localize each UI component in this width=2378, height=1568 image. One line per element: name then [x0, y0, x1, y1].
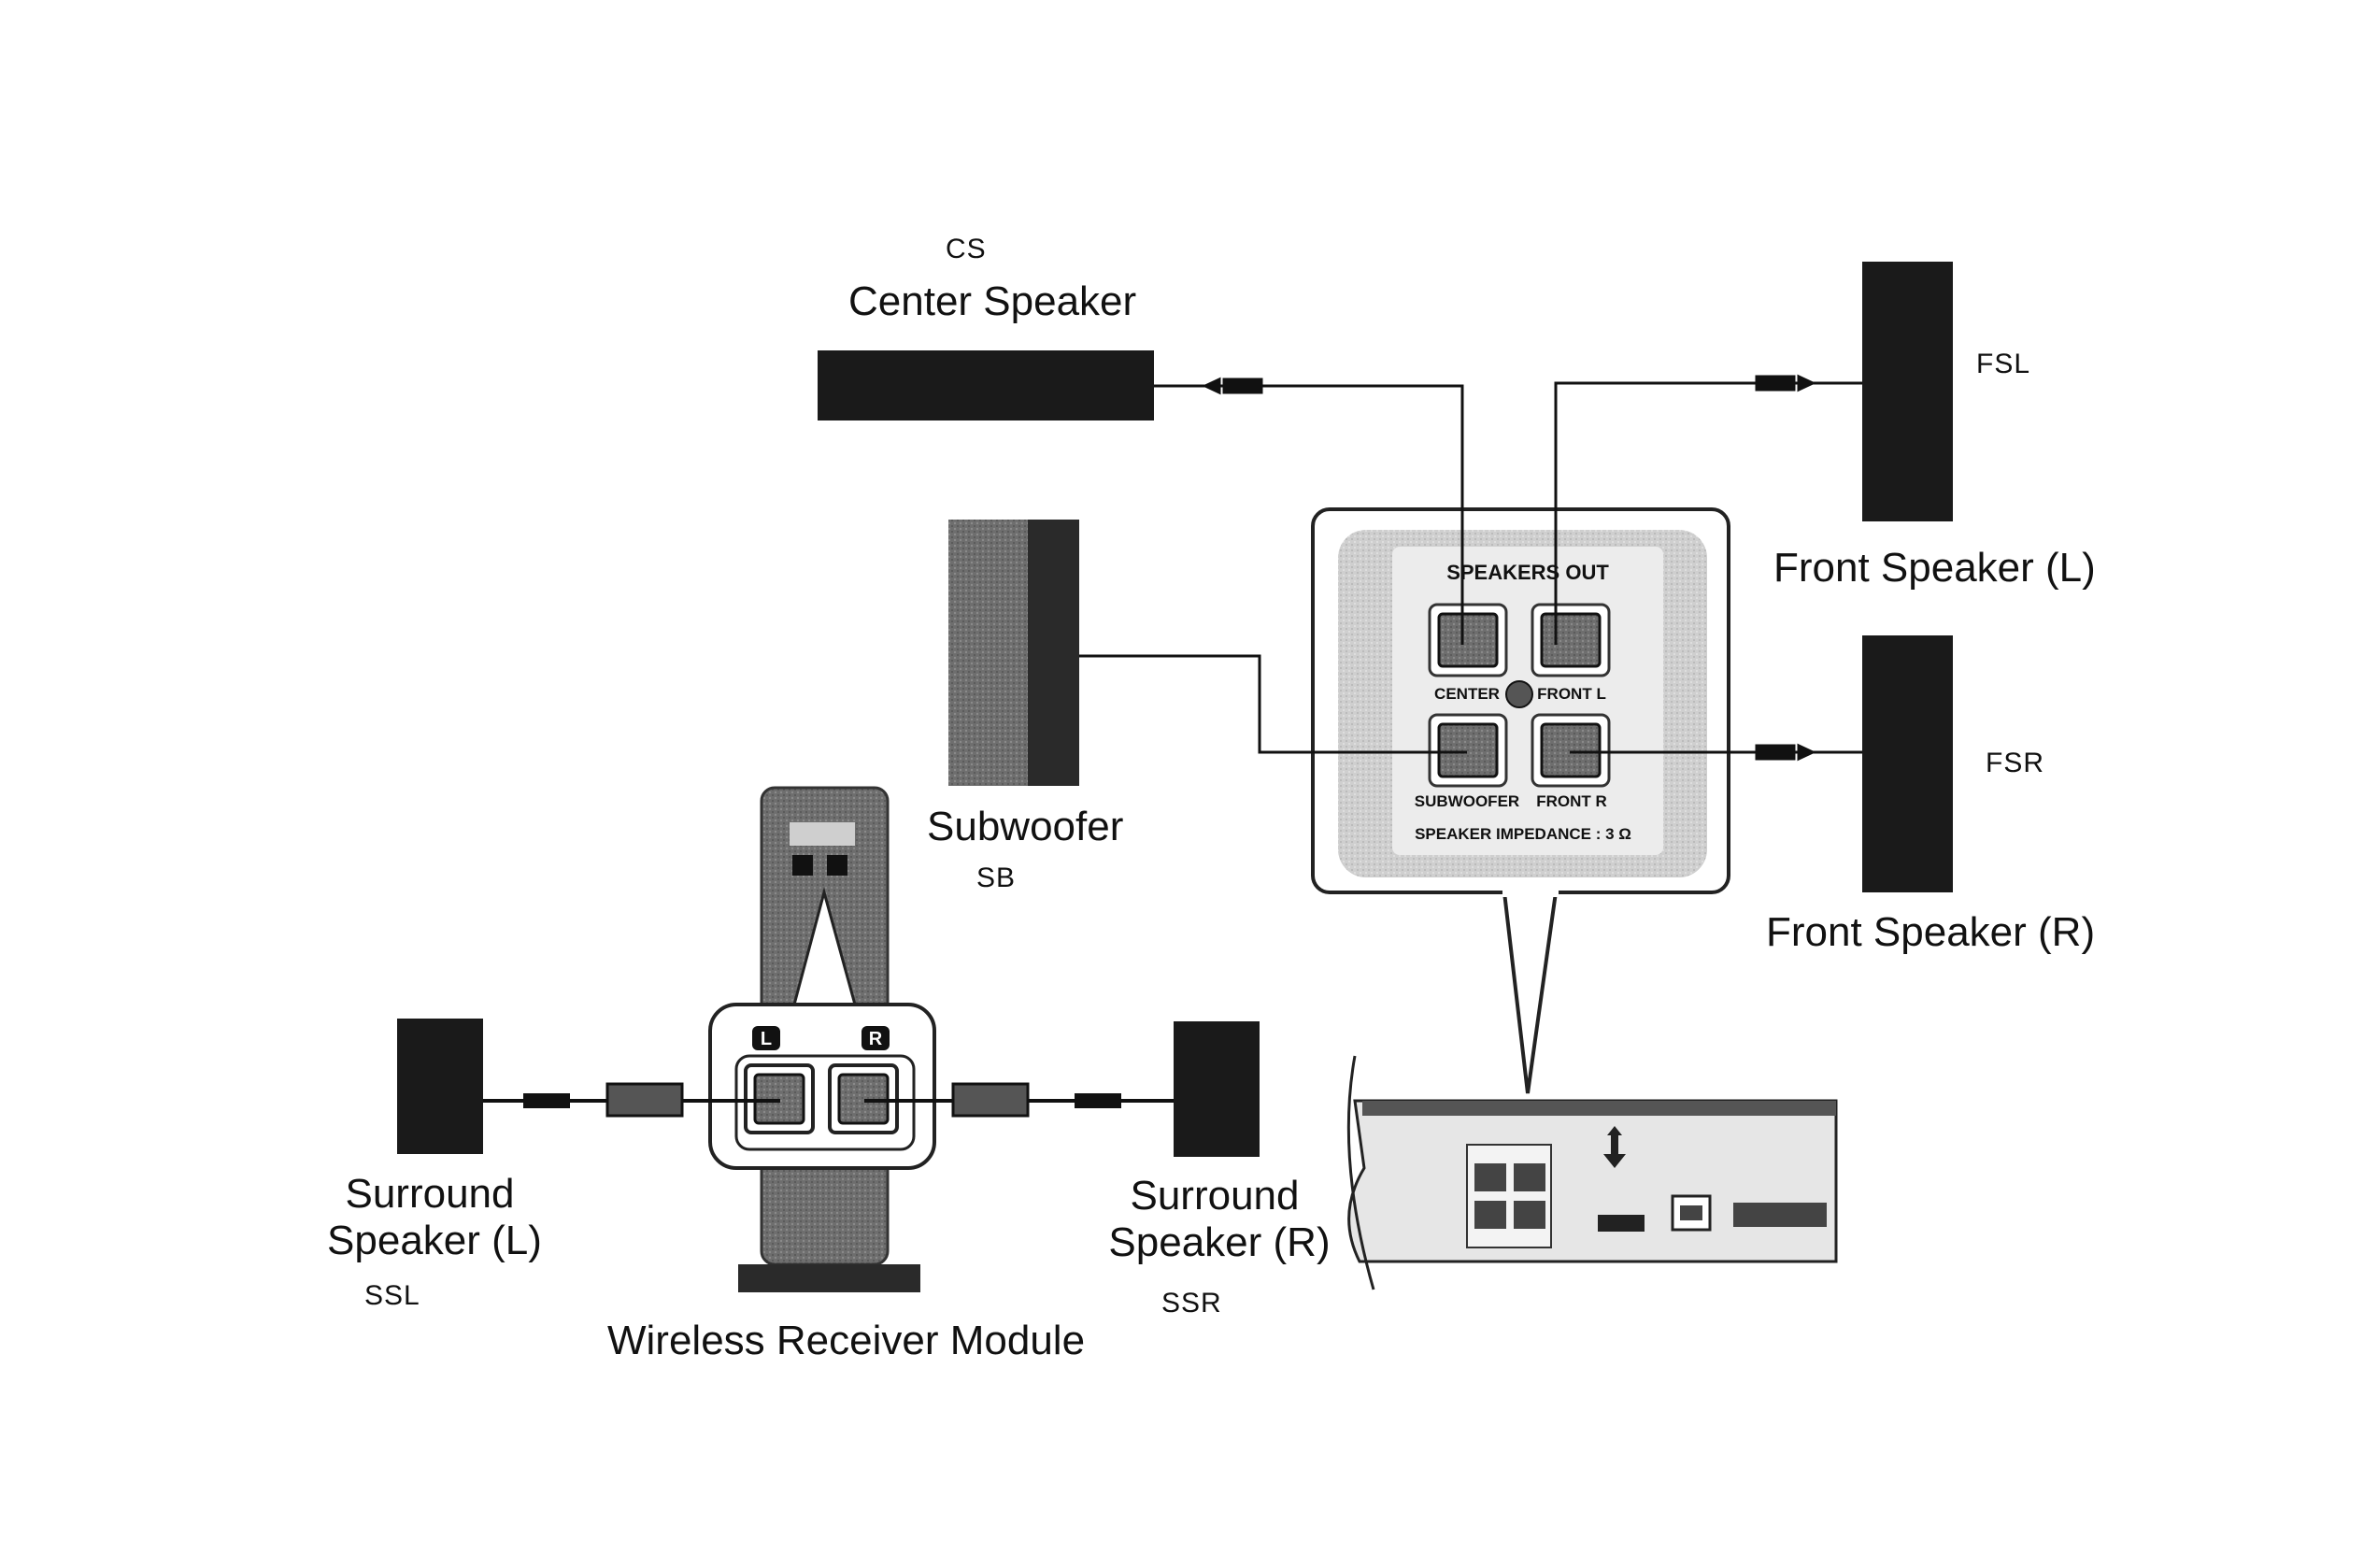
subwoofer-label: Subwoofer: [927, 804, 1124, 849]
front-speaker-left: [1862, 262, 1953, 521]
speakers-out-panel: [1311, 507, 1730, 1094]
front-right-cable: [1570, 743, 1862, 762]
subwoofer-cable: [1079, 654, 1467, 754]
front-right-code: FSR: [1986, 748, 2044, 778]
subwoofer-code: SB: [976, 862, 1017, 893]
center-speaker: [818, 350, 1154, 421]
panel-title: SPEAKERS OUT: [1446, 561, 1609, 584]
surround-left-label-line1: Surround: [345, 1171, 515, 1217]
surround-left-code: SSL: [364, 1280, 420, 1311]
surround-speaker-right: [1174, 1021, 1260, 1157]
surround-right-label-line2: Speaker (R): [1108, 1219, 1331, 1265]
panel-subwoofer-label: SUBWOOFER: [1415, 792, 1519, 810]
wireless-module-label: Wireless Receiver Module: [607, 1318, 1086, 1363]
panel-impedance-label: SPEAKER IMPEDANCE : 3 Ω: [1415, 825, 1631, 843]
panel-front-l-label: FRONT L: [1537, 685, 1606, 703]
front-left-code: FSL: [1976, 349, 2031, 379]
front-speaker-right: [1862, 635, 1953, 892]
front-left-label: Front Speaker (L): [1773, 545, 2096, 591]
surround-left-label-line2: Speaker (L): [327, 1218, 542, 1263]
surround-speaker-left: [397, 1019, 483, 1154]
center-speaker-code: CS: [946, 234, 987, 264]
subwoofer-side: [1028, 520, 1079, 786]
main-unit-rear: [1346, 1055, 1838, 1290]
center-cable: [1154, 377, 1464, 645]
panel-front-r-label: FRONT R: [1536, 792, 1607, 810]
surround-right-cable: [864, 1082, 1174, 1118]
surround-right-code: SSR: [1161, 1288, 1222, 1319]
module-left-badge: L: [761, 1029, 772, 1049]
panel-center-label: CENTER: [1434, 685, 1500, 703]
front-right-label: Front Speaker (R): [1766, 909, 2096, 955]
surround-right-label-line1: Surround: [1130, 1173, 1300, 1219]
front-left-cable: [1554, 374, 1862, 645]
center-speaker-label: Center Speaker: [848, 278, 1137, 324]
module-zoom-box: [708, 1003, 936, 1170]
module-right-badge: R: [869, 1029, 883, 1049]
surround-left-cable: [483, 1082, 780, 1118]
